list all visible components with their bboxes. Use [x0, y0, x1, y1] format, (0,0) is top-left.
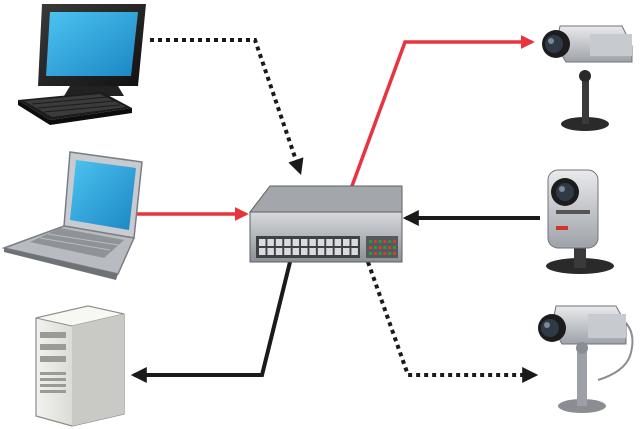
laptop-icon: [1, 151, 143, 280]
switch-led: [383, 246, 387, 249]
switch-led: [393, 246, 396, 249]
switch-port: [301, 248, 308, 255]
connections: [130, 35, 540, 383]
switch-port: [284, 248, 291, 255]
server-tower-icon: [35, 305, 125, 427]
switch-port: [284, 239, 291, 246]
switch-led: [393, 252, 396, 255]
link-desktop-to-switch: [150, 38, 304, 176]
switch-port: [351, 239, 358, 246]
switch-led: [378, 246, 382, 249]
switch-port: [275, 239, 283, 246]
switch-port: [309, 239, 316, 246]
switch-port: [267, 248, 274, 255]
switch-port: [259, 239, 266, 246]
switch-led: [369, 240, 372, 243]
switch-led: [388, 246, 392, 249]
switch-port: [292, 248, 300, 255]
switch-led: [393, 240, 396, 243]
switch-port: [317, 248, 325, 255]
switch-port: [326, 248, 333, 255]
switch-led: [369, 246, 372, 249]
switch-led: [369, 252, 372, 255]
switch-port: [334, 248, 342, 255]
switch-port: [334, 239, 342, 246]
switch-port: [267, 239, 274, 246]
switch-port: [309, 248, 316, 255]
switch-led: [378, 240, 382, 243]
switch-port: [343, 248, 350, 255]
switch-port: [343, 239, 350, 246]
switch-port: [292, 239, 300, 246]
switch-led: [383, 252, 387, 255]
switch-port: [317, 239, 325, 246]
switch-port: [351, 248, 358, 255]
switch-led: [373, 252, 377, 255]
switch-port: [301, 239, 308, 246]
switch-led: [388, 252, 392, 255]
switch-led-grid: [369, 240, 396, 255]
link-switch-to-camera-bottom: [366, 261, 539, 383]
switch-port: [259, 248, 266, 255]
switch-led: [378, 252, 382, 255]
link-switch-to-server: [130, 261, 292, 383]
switch-led: [373, 240, 377, 243]
switch-port: [326, 239, 333, 246]
security-camera-icon: [542, 25, 633, 131]
switch-led: [388, 240, 392, 243]
switch-port-grid: [259, 239, 358, 255]
network-switch-icon: [248, 185, 403, 263]
switch-port: [275, 248, 283, 255]
switch-led: [383, 240, 387, 243]
link-switch-to-camera-top: [350, 35, 535, 187]
desktop-computer-icon: [18, 4, 146, 125]
switch-led: [373, 246, 377, 249]
dome-network-camera-icon: [546, 169, 614, 274]
security-camera-icon: [538, 305, 634, 413]
